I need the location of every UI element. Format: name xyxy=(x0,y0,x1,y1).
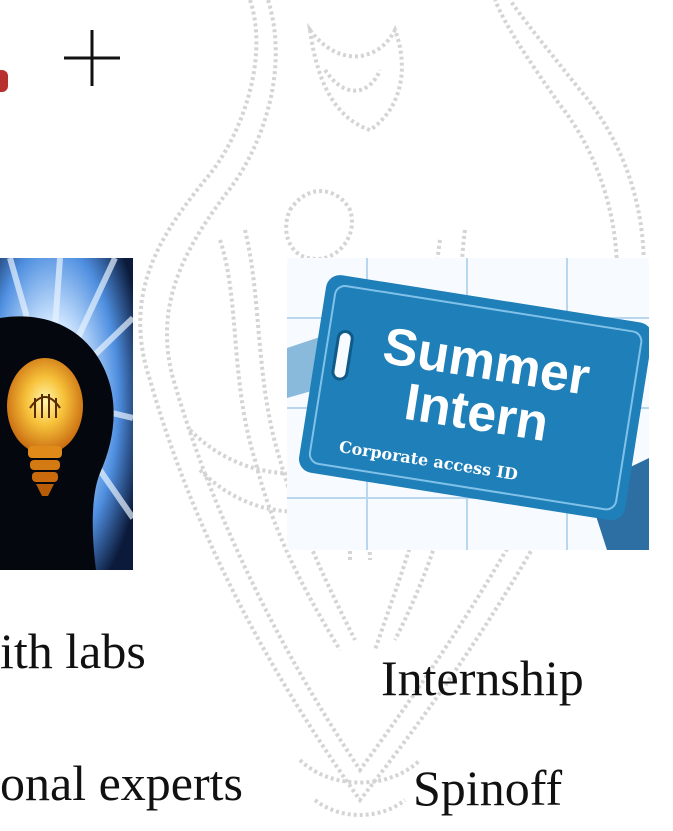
lightbulb-image xyxy=(0,258,133,570)
experts-text: onal experts xyxy=(0,755,243,811)
internship-text: Internship xyxy=(381,650,584,706)
plus-icon xyxy=(64,30,120,86)
id-badge-image: Summer Intern Corporate access ID xyxy=(287,258,649,550)
spinoff-text: Spinoff xyxy=(413,760,563,816)
red-accent-mark xyxy=(0,70,8,92)
labs-text: ith labs xyxy=(0,623,146,679)
